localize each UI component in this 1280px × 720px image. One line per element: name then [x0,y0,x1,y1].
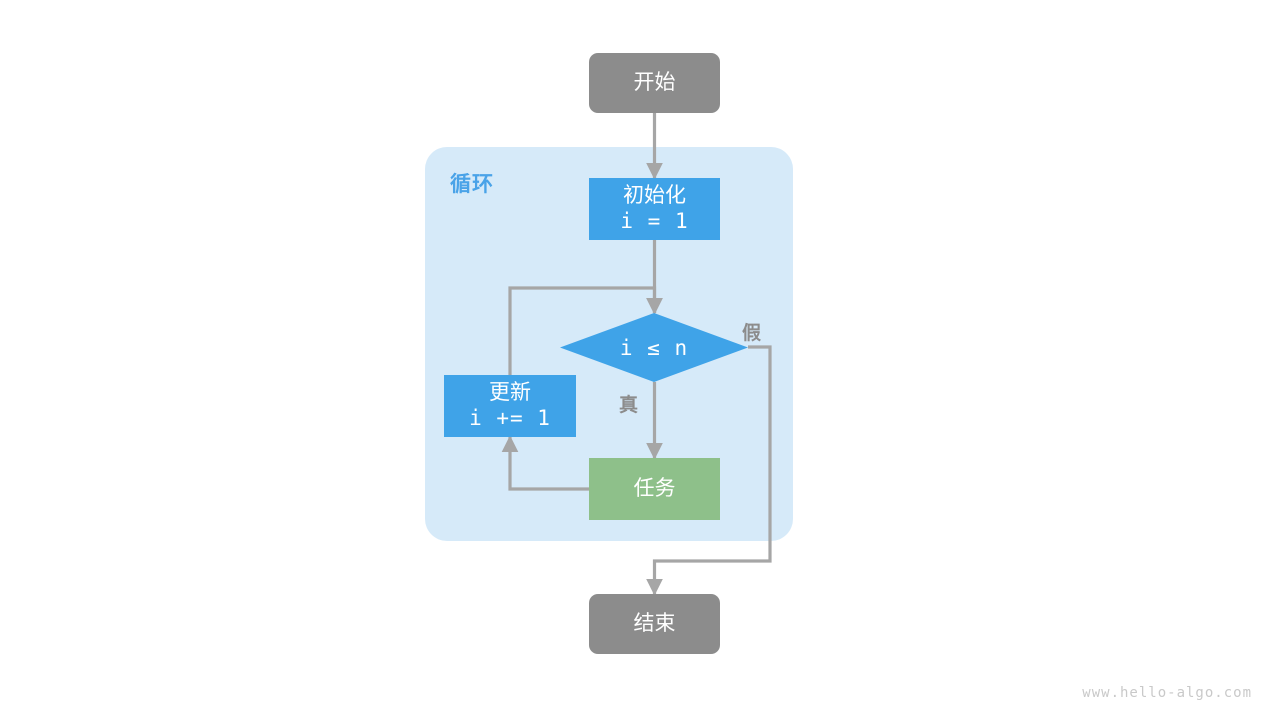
loop-region-label: 循环 [450,173,494,196]
node-init-label: 初始化 [623,184,686,208]
node-update[interactable]: 更新 i += 1 [444,375,576,437]
node-task-label: 任务 [633,477,676,501]
node-condition-code: i ≤ n [619,335,689,360]
node-init-code: i = 1 [620,209,689,233]
node-condition[interactable]: i ≤ n [560,313,748,382]
node-init[interactable]: 初始化 i = 1 [589,178,720,240]
watermark: www.hello-algo.com [1082,685,1252,701]
node-update-label: 更新 [489,381,531,405]
node-start[interactable]: 开始 [589,53,720,113]
node-update-code: i += 1 [469,406,551,430]
branch-label-true: 真 [619,395,639,416]
node-task[interactable]: 任务 [589,458,720,520]
branch-label-false: 假 [742,323,762,344]
node-start-label: 开始 [633,71,676,95]
node-end-label: 结束 [633,612,676,636]
node-end[interactable]: 结束 [589,594,720,654]
